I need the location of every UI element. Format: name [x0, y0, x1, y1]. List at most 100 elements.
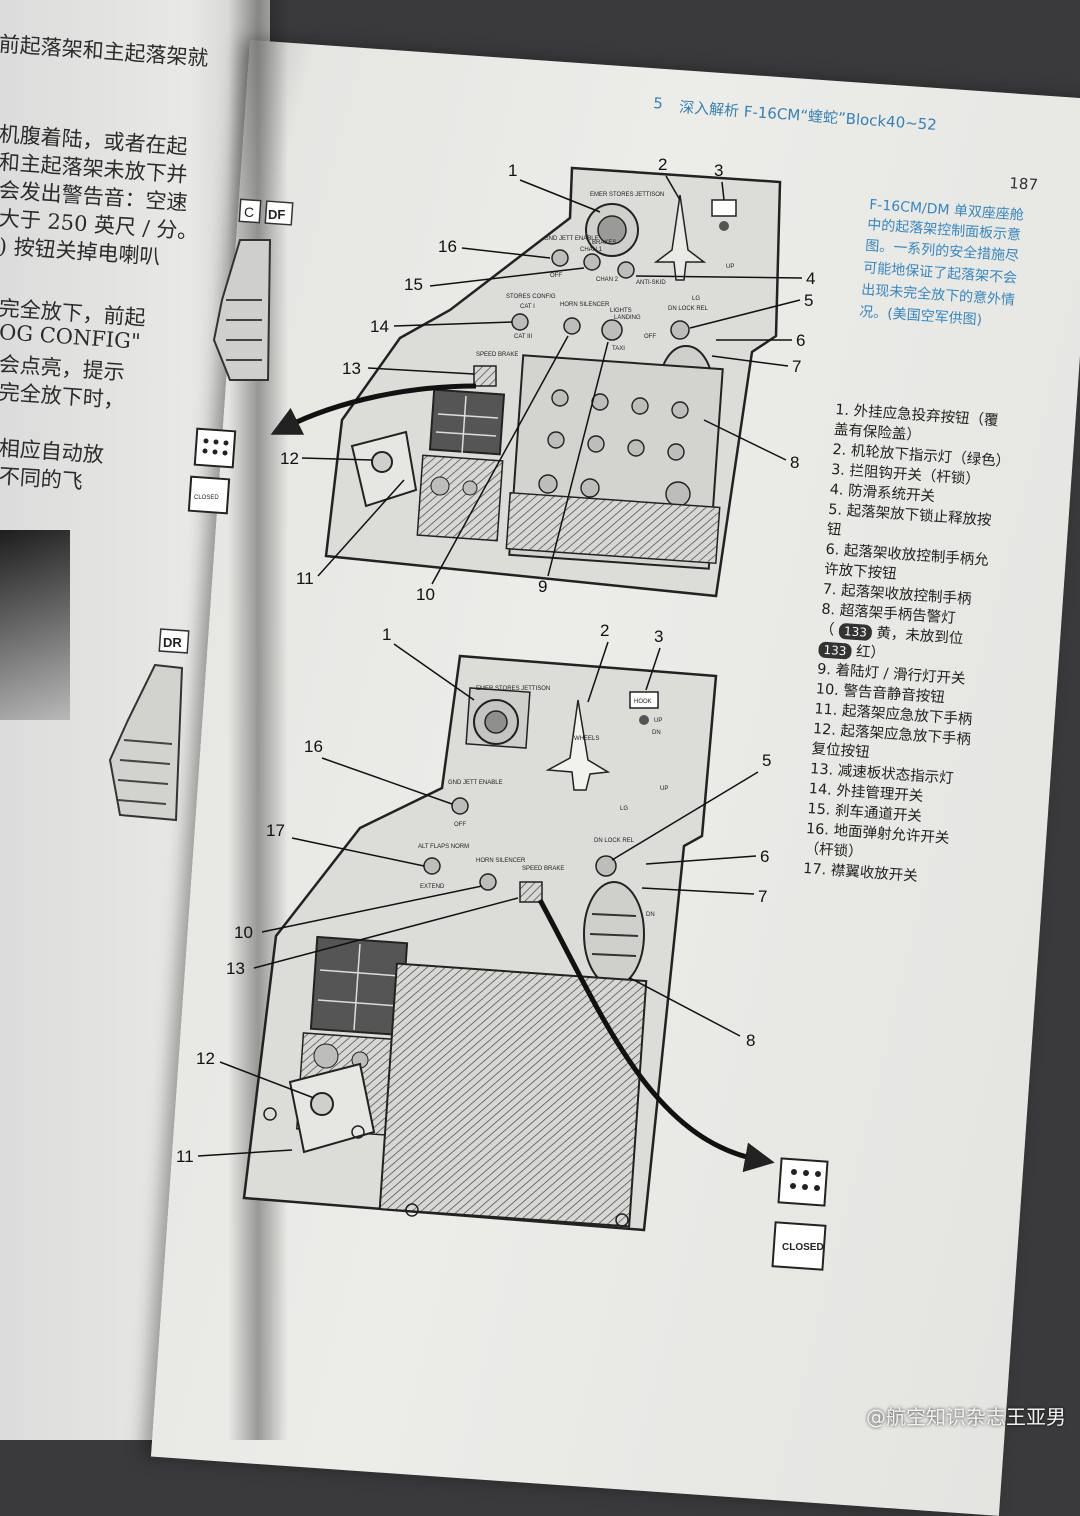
alt-flaps-switch — [423, 857, 441, 875]
svg-text:GND JETT ENABLE: GND JETT ENABLE — [448, 780, 503, 786]
svg-text:WHEELS: WHEELS — [574, 736, 599, 742]
svg-text:13: 13 — [342, 359, 361, 378]
svg-text:TAXI: TAXI — [612, 346, 625, 352]
svg-text:17: 17 — [266, 821, 285, 840]
svg-text:1: 1 — [382, 625, 391, 644]
svg-text:HORN SILENCER: HORN SILENCER — [476, 858, 526, 864]
svg-text:11: 11 — [176, 1147, 194, 1166]
svg-text:DN: DN — [652, 730, 661, 736]
svg-text:7: 7 — [758, 887, 767, 906]
anti-skid-switch — [617, 261, 635, 279]
svg-text:10: 10 — [234, 923, 253, 942]
svg-text:DN LOCK REL: DN LOCK REL — [594, 838, 635, 844]
svg-text:3: 3 — [714, 161, 723, 180]
brakes-switch — [583, 253, 601, 271]
badge-c: C — [238, 198, 262, 224]
svg-text:EXTEND: EXTEND — [420, 884, 445, 890]
side-console-sketch-top — [212, 239, 272, 381]
svg-text:OFF: OFF — [454, 822, 466, 828]
svg-text:6: 6 — [760, 847, 769, 866]
svg-text:CAT I: CAT I — [520, 304, 535, 310]
badge-dr: DR — [158, 628, 190, 654]
svg-text:LIGHTS: LIGHTS — [610, 308, 632, 314]
svg-text:2: 2 — [600, 621, 609, 640]
svg-text:STORES CONFIG: STORES CONFIG — [506, 294, 556, 300]
hook-switch-bottom — [629, 691, 659, 709]
svg-text:UP: UP — [660, 786, 668, 792]
svg-text:11: 11 — [296, 569, 314, 588]
gnd-jett-switch-bottom — [451, 797, 469, 815]
svg-text:5: 5 — [804, 291, 813, 310]
svg-text:12: 12 — [196, 1049, 215, 1068]
svg-text:DR: DR — [163, 635, 182, 650]
svg-text:14: 14 — [370, 317, 389, 336]
badge-df: DF — [264, 200, 294, 226]
svg-text:DN LOCK REL: DN LOCK REL — [668, 306, 709, 312]
lights-icon-top — [193, 427, 237, 469]
watermark: @航空知识杂志王亚男 — [866, 1405, 1066, 1429]
hook-switch — [711, 199, 737, 217]
svg-text:CLOSED: CLOSED — [194, 495, 219, 501]
svg-text:1: 1 — [508, 161, 517, 180]
svg-text:C: C — [244, 204, 254, 220]
svg-text:ALT FLAPS NORM: ALT FLAPS NORM — [418, 844, 469, 850]
svg-text:13: 13 — [226, 959, 245, 978]
horn-silencer-button — [563, 317, 581, 335]
arrow-bottom — [537, 898, 775, 1173]
svg-text:CHAN 1: CHAN 1 — [580, 247, 603, 253]
wheels-indicator-icon — [653, 194, 707, 281]
svg-text:LG: LG — [620, 806, 628, 812]
wheels-indicator-icon-bottom — [545, 699, 611, 791]
svg-text:8: 8 — [746, 1031, 755, 1050]
svg-text:LG: LG — [692, 296, 700, 302]
diagram-canvas: C DF DR EMER STORES JETTISON GND JETT EN… — [108, 155, 829, 1271]
svg-text:DF: DF — [268, 207, 285, 222]
speed-brake-indicator — [473, 365, 497, 387]
svg-text:EMER STORES JETTISON: EMER STORES JETTISON — [476, 686, 550, 692]
gear-panel-top: EMER STORES JETTISON GND JETT ENABLE OFF… — [324, 166, 782, 598]
svg-text:CHAN 2: CHAN 2 — [596, 277, 619, 283]
svg-text:UP: UP — [726, 264, 734, 270]
gear-panel-bottom: EMER STORES JETTISON WHEELS HOOK UP DN G… — [242, 654, 718, 1232]
svg-text:7: 7 — [792, 357, 801, 376]
svg-text:DN: DN — [646, 912, 655, 918]
side-console-sketch-bottom — [108, 663, 184, 822]
svg-text:SPEED BRAKE: SPEED BRAKE — [522, 866, 564, 872]
closed-icon-top: CLOSED — [187, 475, 231, 515]
dn-lock-rel-button — [670, 320, 690, 340]
svg-text:10: 10 — [416, 585, 435, 604]
svg-text:9: 9 — [538, 577, 547, 596]
label-emer-stores: EMER STORES JETTISON — [590, 192, 664, 198]
left-photo — [0, 530, 70, 720]
svg-text:GND JETT ENABLE: GND JETT ENABLE — [544, 236, 599, 242]
callouts-top: 1 2 3 16 15 4 5 14 6 13 7 12 8 11 10 9 — [280, 155, 815, 604]
dn-lock-rel-button-bottom — [595, 855, 617, 877]
svg-text:BRAKES: BRAKES — [592, 240, 616, 246]
svg-text:3: 3 — [654, 627, 663, 646]
speed-brake-indicator-bottom — [519, 881, 543, 903]
svg-text:LANDING: LANDING — [614, 315, 641, 321]
arrow-top — [270, 383, 477, 435]
svg-text:ANTI-SKID: ANTI-SKID — [636, 280, 666, 286]
svg-text:16: 16 — [438, 237, 457, 256]
svg-text:5: 5 — [762, 751, 771, 770]
svg-text:15: 15 — [404, 275, 423, 294]
svg-text:HORN SILENCER: HORN SILENCER — [560, 302, 610, 308]
svg-text:16: 16 — [304, 737, 323, 756]
svg-text:SPEED BRAKE: SPEED BRAKE — [476, 352, 518, 358]
svg-text:OFF: OFF — [550, 273, 562, 279]
stores-config-switch — [511, 313, 529, 331]
horn-silencer-button-bottom — [479, 873, 497, 891]
lights-icon-bottom — [777, 1157, 829, 1207]
closed-icon-bottom: CLOSED — [771, 1221, 827, 1271]
svg-text:8: 8 — [790, 453, 799, 472]
svg-text:4: 4 — [806, 269, 815, 288]
callouts-bottom: 1 2 3 16 5 17 6 7 10 13 8 12 11 — [176, 621, 771, 1166]
svg-text:UP: UP — [654, 718, 662, 724]
svg-text:6: 6 — [796, 331, 805, 350]
gnd-jett-switch — [551, 249, 569, 267]
svg-text:CAT III: CAT III — [514, 334, 532, 340]
svg-text:OFF: OFF — [644, 334, 656, 340]
lights-switch — [601, 319, 623, 341]
svg-text:CLOSED: CLOSED — [782, 1242, 824, 1253]
